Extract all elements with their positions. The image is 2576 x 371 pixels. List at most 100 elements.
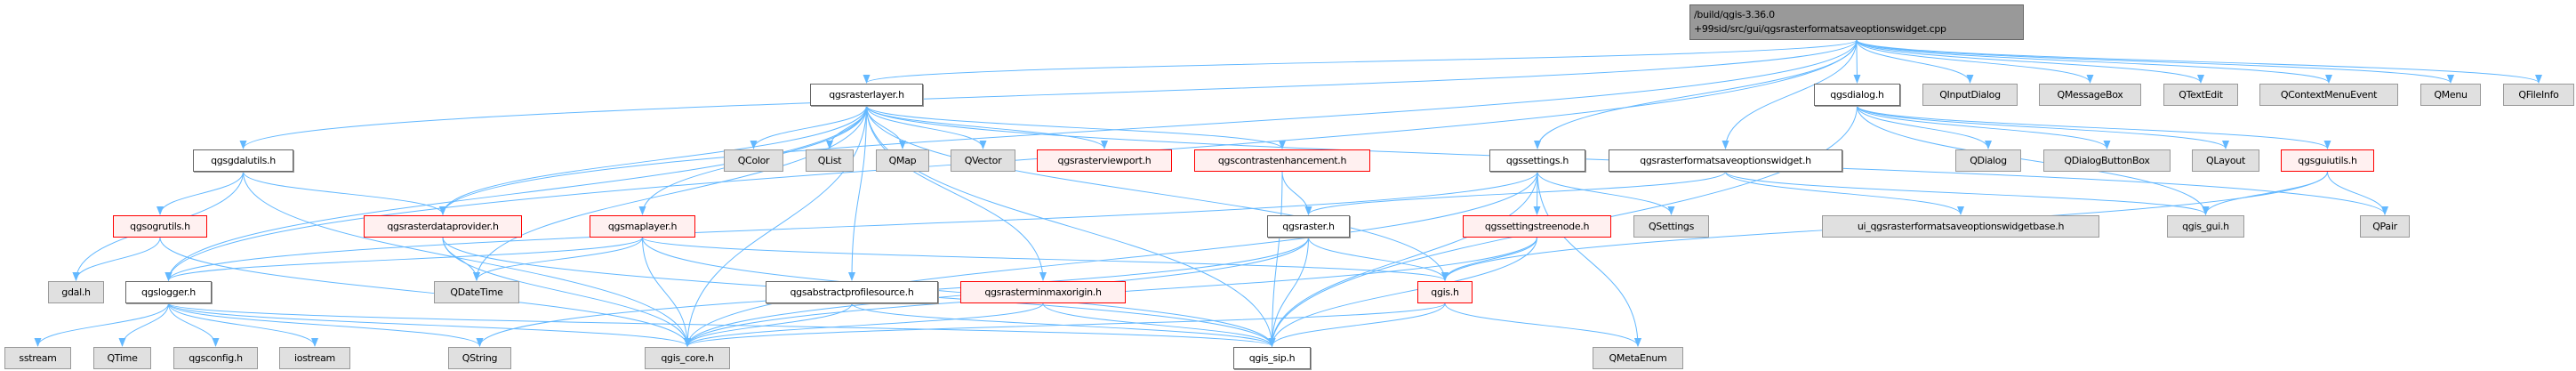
edge-qgsrasterlayer-to-qgscontrastenhancement <box>866 105 1286 149</box>
edge-root-to-qgsgdalutils <box>239 39 1858 149</box>
node-qgis-sip[interactable]: qgis_sip.h <box>1233 347 1311 369</box>
node-qsettings: QSettings <box>1633 215 1709 238</box>
edge-qgsrasterlayer-to-qgis <box>866 105 1448 281</box>
edge-qgsdialog-to-qgsguiutils <box>1857 105 2331 149</box>
node-qgis-gui: qgis_gui.h <box>2167 215 2244 238</box>
edge-qgsrasterformatsaveoptionswidget-to-qgis_gui <box>1725 171 2210 215</box>
node-ui-qgsrasterformatsaveoptionswidgetbase: ui_qgsrasterformatsaveoptionswidgetbase.… <box>1822 215 2099 238</box>
edge-qgsraster-to-qgis <box>1308 237 1448 281</box>
edge-qgsrasterlayer-to-QMap <box>866 105 906 149</box>
node-qgslogger[interactable]: qgslogger.h <box>125 281 212 303</box>
edge-qgsrasterlayer-to-qgslogger <box>165 105 867 281</box>
node-qgsrasterdataprovider[interactable]: qgsrasterdataprovider.h <box>364 215 522 238</box>
edge-qgsguiutils-to-QPair <box>2327 171 2388 215</box>
edge-qgsmaplayer-to-qgis_sip <box>642 237 1276 347</box>
edge-root-to-qgssettings <box>1534 39 1858 149</box>
node-qgis[interactable]: qgis.h <box>1417 281 1473 303</box>
node-qlist: QList <box>806 149 854 172</box>
edge-qgssettingstreenode-to-qgis_sip <box>1268 237 1537 347</box>
node-qgsdialog[interactable]: qgsdialog.h <box>1814 84 1900 106</box>
edge-qgssettings-to-qgis_sip <box>1268 171 1538 347</box>
node-qmetaenum: QMetaEnum <box>1593 347 1683 369</box>
node-qlayout: QLayout <box>2192 149 2259 172</box>
node-qdialogbuttonbox: QDialogButtonBox <box>2043 149 2171 172</box>
node-qgsrasterviewport[interactable]: qgsrasterviewport.h <box>1037 149 1172 172</box>
edge-qgsrasterlayer-to-QVector <box>866 105 987 149</box>
edge-root-to-qgsrasterformatsaveoptionswidget <box>1721 39 1858 149</box>
node-qdatetime: QDateTime <box>434 281 519 303</box>
edge-qgscontrastenhancement-to-qgsraster <box>1281 171 1312 215</box>
edge-root-to-qgsdialog <box>1853 39 1861 84</box>
node-qcontextmenuevent: QContextMenuEvent <box>2259 84 2398 106</box>
node-gdal: gdal.h <box>48 281 104 303</box>
node-qmap: QMap <box>876 149 929 172</box>
edge-qgssettings-to-qgis_core <box>684 171 1538 347</box>
node-qcolor: QColor <box>724 149 783 172</box>
node-qgsrasterminmaxorigin[interactable]: qgsrasterminmaxorigin.h <box>960 281 1126 303</box>
edge-qgsraster-to-qgis_sip <box>1268 237 1309 347</box>
node-qtime: QTime <box>93 347 151 369</box>
edge-root-to-qgsrasterdataprovider <box>439 39 1858 215</box>
edge-root-to-QMenu <box>1856 39 2454 84</box>
node-qvector: QVector <box>951 149 1015 172</box>
edge-qgsogrutils-to-gdal <box>72 237 161 281</box>
edge-qgsdialog-to-QLayout <box>1857 105 2229 149</box>
node-qgsabstractprofilesource[interactable]: qgsabstractprofilesource.h <box>766 281 938 303</box>
edge-qgsdialog-to-QDialogButtonBox <box>1857 105 2111 149</box>
node-qgssettingstreenode[interactable]: qgssettingstreenode.h <box>1463 215 1611 238</box>
edge-qgis-to-QMetaEnum <box>1444 302 1641 347</box>
edge-qgsmaplayer-to-qgis_core <box>642 237 691 347</box>
edge-qgsmaplayer-to-qgslogger <box>165 237 643 281</box>
edge-qgsrasterlayer-to-qgsrasterviewport <box>866 105 1108 149</box>
edge-qgsrasterlayer-to-qgsabstractprofilesource <box>848 105 867 281</box>
edge-root-to-QMessageBox <box>1856 39 2094 84</box>
root-file-node[interactable]: /build/qgis-3.36.0 +99sid/src/gui/qgsras… <box>1689 4 2024 40</box>
node-qpair: QPair <box>2360 215 2410 238</box>
node-qgssettings[interactable]: qgssettings.h <box>1489 149 1585 172</box>
node-qgsrasterlayer[interactable]: qgsrasterlayer.h <box>810 84 923 106</box>
edge-qgsabstractprofilesource-to-qgis_sip <box>851 302 1276 347</box>
edge-qgsgdalutils-to-qgis_core <box>243 171 691 347</box>
edge-qgsgdalutils-to-qgsrasterdataprovider <box>243 171 446 215</box>
edge-qgsrasterlayer-to-qgsrasterdataprovider <box>439 105 867 215</box>
node-qgsguiutils[interactable]: qgsguiutils.h <box>2281 149 2374 172</box>
edge-qgslogger-to-qgsconfig <box>168 302 220 347</box>
edge-root-to-qgsrasterlayer <box>863 39 1858 84</box>
edge-qgis-to-qgis_core <box>684 302 1446 347</box>
edge-root-to-QFileInfo <box>1856 39 2542 84</box>
edge-qgssettings-to-QMetaEnum <box>1537 171 1641 347</box>
edge-qgsrasterlayer-to-QList <box>826 105 867 149</box>
edge-qgslogger-to-QTime <box>118 302 169 347</box>
edge-qgsguiutils-to-qgis_gui <box>2202 171 2328 215</box>
node-iostream: iostream <box>279 347 350 369</box>
edge-qgsdialog-to-QDialog <box>1857 105 1992 149</box>
edge-qgsrasterlayer-to-qgsrasterminmaxorigin <box>866 105 1047 281</box>
edge-qgsrasterlayer-to-qgis_core <box>684 105 867 347</box>
edge-qgis-to-qgis_sip <box>1268 302 1446 347</box>
edge-root-to-QContextMenuEvent <box>1856 39 2332 84</box>
edge-qgslogger-to-QString <box>168 302 484 347</box>
edge-qgsrasterminmaxorigin-to-qgis_core <box>684 302 1044 347</box>
node-qgsogrutils[interactable]: qgsogrutils.h <box>113 215 207 238</box>
edge-qgslogger-to-qgis_sip <box>168 302 1276 347</box>
node-qgsmaplayer[interactable]: qgsmaplayer.h <box>590 215 695 238</box>
node-qinputdialog: QInputDialog <box>1922 84 2018 106</box>
root-label: /build/qgis-3.36.0 +99sid/src/gui/qgsras… <box>1694 9 1946 35</box>
node-qgsraster[interactable]: qgsraster.h <box>1267 215 1350 238</box>
edge-qgsabstractprofilesource-to-qgis_core <box>684 302 853 347</box>
edge-qgssettings-to-QSettings <box>1537 171 1675 215</box>
edge-qgsrasterlayer-to-QDateTime <box>473 105 867 281</box>
node-qgsrasterformatsaveoptionswidget[interactable]: qgsrasterformatsaveoptionswidget.h <box>1609 149 1842 172</box>
node-qgscontrastenhancement[interactable]: qgscontrastenhancement.h <box>1194 149 1370 172</box>
edge-qgsrasterlayer-to-QColor <box>750 105 867 149</box>
edge-qgslogger-to-qgis_core <box>168 302 691 347</box>
node-qgsgdalutils[interactable]: qgsgdalutils.h <box>193 149 293 172</box>
node-sstream: sstream <box>4 347 71 369</box>
node-qmessagebox: QMessageBox <box>2039 84 2141 106</box>
edge-qgscontrastenhancement-to-qgis_sip <box>1268 171 1283 347</box>
node-qgsconfig: qgsconfig.h <box>173 347 258 369</box>
edge-qgssettingstreenode-to-qgis <box>1441 237 1537 281</box>
edge-qgsmaplayer-to-qgis <box>642 237 1448 281</box>
edge-qgsrasterformatsaveoptionswidget-to-ui_base <box>1725 171 1964 215</box>
